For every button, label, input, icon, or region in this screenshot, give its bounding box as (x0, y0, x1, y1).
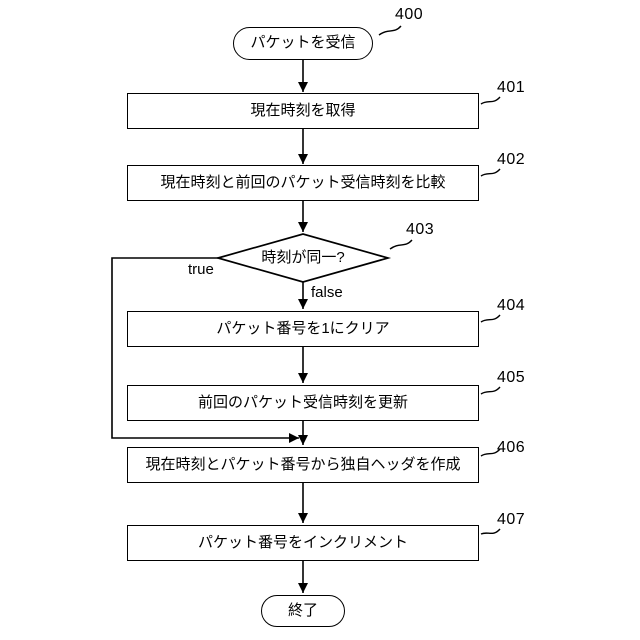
leader-405 (480, 386, 501, 395)
ref-number-404: 404 (497, 297, 526, 314)
process-step-407: パケット番号をインクリメント (127, 525, 479, 561)
leader-404 (480, 314, 501, 323)
process-step-401-label: 現在時刻を取得 (250, 101, 356, 119)
ref-number-403: 403 (406, 221, 435, 238)
process-step-402: 現在時刻と前回のパケット受信時刻を比較 (127, 165, 479, 201)
process-step-406: 現在時刻とパケット番号から独自ヘッダを作成 (127, 447, 479, 483)
true-branch-label: true (188, 261, 214, 278)
start-terminal: パケットを受信 (233, 27, 373, 60)
process-step-405-label: 前回のパケット受信時刻を更新 (197, 393, 408, 411)
process-step-406-label: 現在時刻とパケット番号から独自ヘッダを作成 (145, 455, 461, 473)
leader-406 (480, 448, 501, 457)
leader-407 (480, 528, 501, 535)
decision-403: 時刻が同一? (233, 240, 373, 276)
leader-401 (480, 96, 501, 105)
ref-number-407: 407 (497, 511, 526, 528)
process-step-404-label: パケット番号を1にクリア (216, 319, 390, 337)
process-step-404: パケット番号を1にクリア (127, 311, 479, 347)
leader-402 (480, 168, 501, 177)
ref-number-406: 406 (497, 439, 526, 456)
decision-diamond-shape (214, 233, 392, 283)
ref-number-402: 402 (497, 151, 526, 168)
ref-number-400: 400 (395, 6, 424, 23)
start-terminal-label: パケットを受信 (250, 34, 356, 52)
end-terminal-label: 終了 (287, 601, 318, 619)
process-step-401: 現在時刻を取得 (127, 93, 479, 129)
end-terminal: 終了 (261, 595, 345, 627)
ref-leader-lines (378, 25, 501, 535)
process-step-402-label: 現在時刻と前回のパケット受信時刻を比較 (160, 173, 446, 191)
process-step-407-label: パケット番号をインクリメント (197, 533, 408, 551)
ref-number-405: 405 (497, 369, 526, 386)
ref-number-401: 401 (497, 79, 526, 96)
flow-arrows (111, 60, 308, 593)
decision-403-label: 時刻が同一? (261, 248, 345, 266)
process-step-405: 前回のパケット受信時刻を更新 (127, 385, 479, 421)
false-branch-label: false (311, 284, 343, 301)
leader-403 (389, 239, 413, 250)
leader-400 (378, 25, 402, 36)
arrow-403-true-branch (111, 257, 299, 443)
